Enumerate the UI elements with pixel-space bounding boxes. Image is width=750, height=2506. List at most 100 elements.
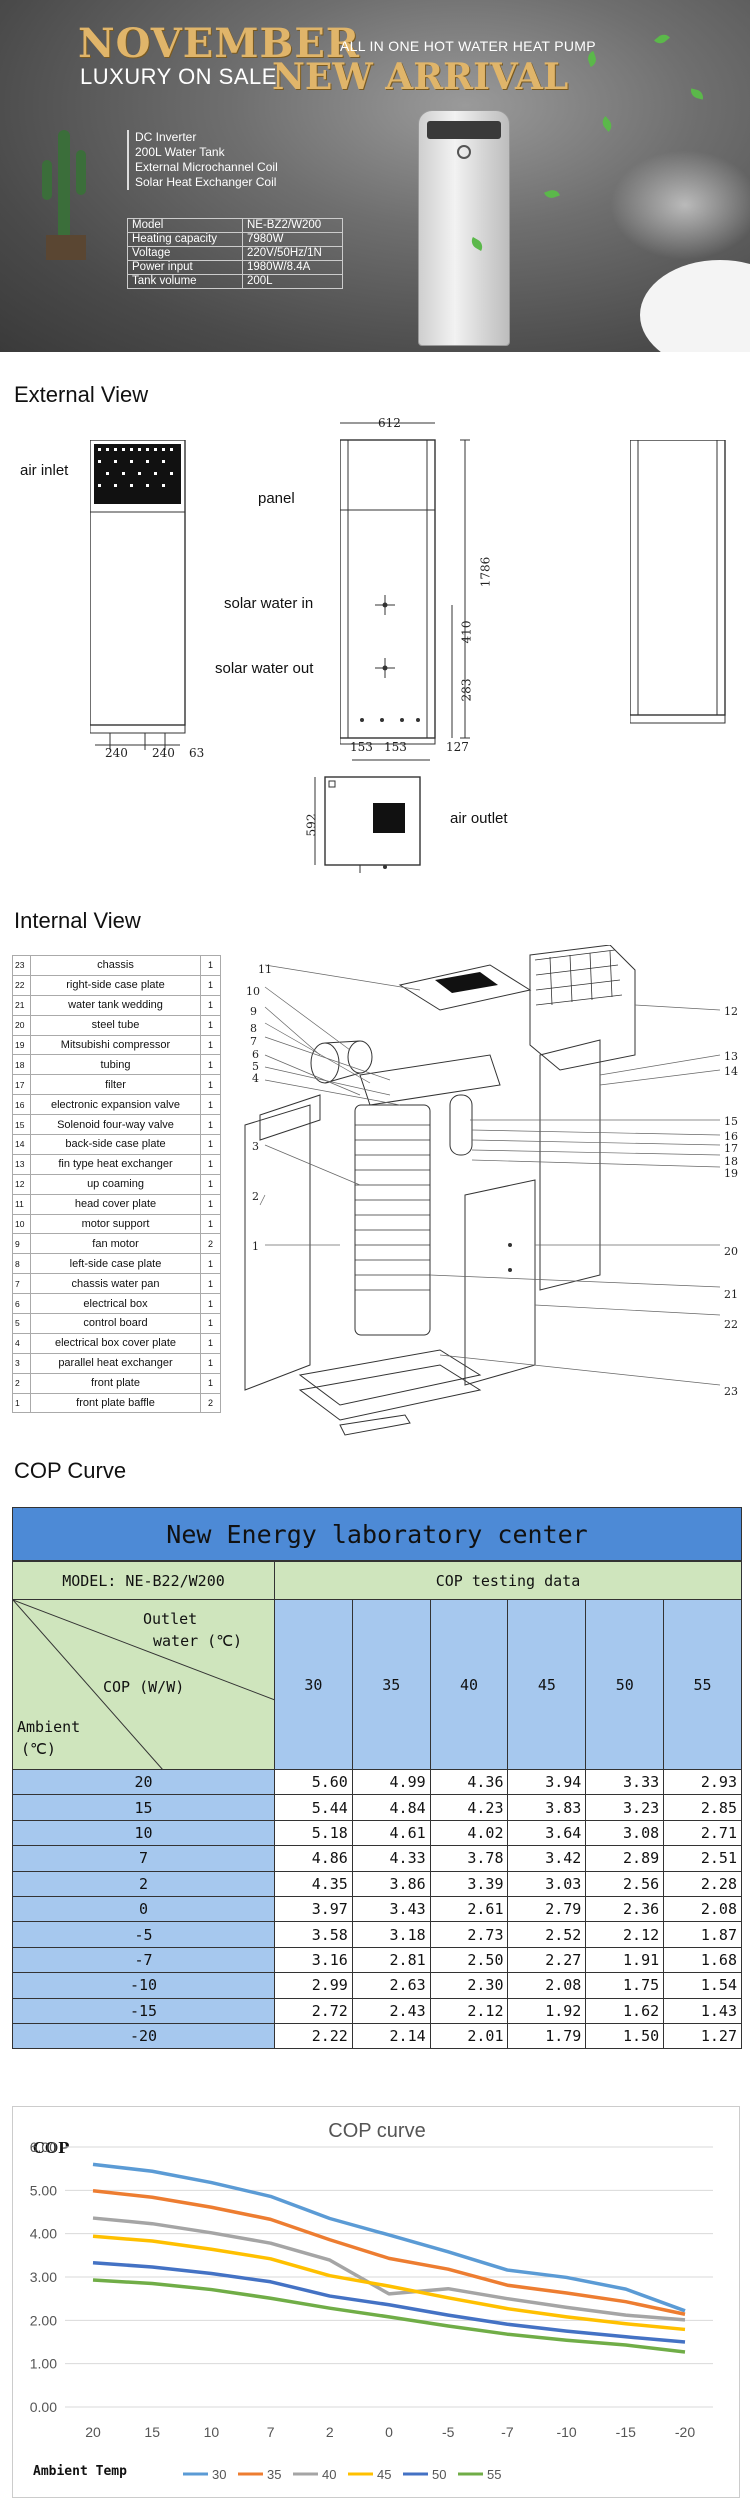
- dim-153-b: 153: [384, 740, 407, 754]
- cop-value-cell: 2.63: [351, 1972, 431, 1999]
- part-qty: 1: [200, 994, 221, 1016]
- ambient-temp-cell: -7: [12, 1946, 275, 1974]
- diagonal-lines: [13, 1600, 275, 1770]
- solar-water-in-label: solar water in: [224, 595, 314, 612]
- ambient-temp-cell: -5: [12, 1921, 275, 1948]
- steam-decoration: [610, 150, 750, 260]
- ambient-temp-cell: 2: [12, 1870, 275, 1897]
- part-name: fan motor: [30, 1233, 201, 1255]
- x-tick-label: -10: [556, 2424, 576, 2440]
- cop-value-cell: 4.99: [351, 1768, 431, 1796]
- internal-view-title: Internal View: [14, 908, 141, 933]
- part-number: 1: [12, 1392, 31, 1414]
- part-number: 17: [12, 1074, 31, 1096]
- cop-table: MODEL: NE-B22/W200 COP testing data Outl…: [12, 1561, 742, 2050]
- legend-label: 30: [212, 2467, 226, 2482]
- part-name: control board: [30, 1313, 201, 1334]
- y-tick-label: 4.00: [30, 2226, 57, 2242]
- y-tick-label: 1.00: [30, 2356, 57, 2372]
- cop-value-cell: 2.12: [585, 1921, 665, 1948]
- feature-item: DC Inverter: [135, 130, 197, 144]
- cop-value-cell: 1.91: [585, 1946, 665, 1974]
- part-name: front plate baffle: [30, 1392, 201, 1414]
- leaf-decoration: [599, 116, 615, 132]
- exploded-view-drawing: [244, 945, 721, 1436]
- part-number: 8: [12, 1253, 31, 1275]
- diag-outlet: Outlet: [143, 1610, 198, 1628]
- callout-number: 4: [252, 1072, 259, 1085]
- y-axis-label: COP: [33, 2139, 69, 2157]
- part-number: 12: [12, 1173, 31, 1195]
- cop-table-wrapper: New Energy laboratory center MODEL: NE-B…: [12, 1507, 742, 2050]
- part-name: motor support: [30, 1213, 201, 1235]
- cop-value-cell: 4.35: [274, 1870, 353, 1897]
- x-tick-label: 2: [326, 2424, 334, 2440]
- part-name: tubing: [30, 1054, 201, 1076]
- cop-value-cell: 3.86: [351, 1870, 431, 1897]
- cop-value-cell: 1.50: [585, 2022, 665, 2050]
- cop-value-cell: 3.58: [274, 1921, 353, 1948]
- part-number: 7: [12, 1273, 31, 1295]
- cop-value-cell: 2.08: [507, 1972, 587, 1999]
- cop-value-cell: 2.56: [585, 1870, 665, 1897]
- part-number: 15: [12, 1114, 31, 1136]
- part-name: front plate: [30, 1372, 201, 1394]
- cop-value-cell: 2.50: [429, 1946, 509, 1974]
- cop-value-cell: 2.22: [274, 2022, 353, 2050]
- part-name: electrical box cover plate: [30, 1332, 201, 1354]
- part-qty: 1: [200, 955, 221, 976]
- series-line-30: [92, 2162, 686, 2313]
- leaf-decoration: [544, 187, 560, 201]
- callout-number: 23: [724, 1385, 738, 1398]
- cop-value-cell: 5.18: [274, 1819, 353, 1847]
- spec-value: 200L: [242, 274, 343, 289]
- solar-water-out-label: solar water out: [215, 660, 314, 677]
- cop-value-cell: 3.97: [274, 1895, 353, 1923]
- callout-number: 3: [252, 1140, 259, 1153]
- legend-label: 35: [267, 2467, 281, 2482]
- part-name: chassis: [30, 955, 201, 976]
- outlet-temp-header: 30: [274, 1599, 353, 1770]
- x-tick-label: -5: [442, 2424, 455, 2440]
- ambient-temp-cell: -10: [12, 1972, 275, 1999]
- part-number: 23: [12, 955, 31, 976]
- dim-1786: 1786: [478, 556, 493, 588]
- cop-value-cell: 4.36: [429, 1768, 509, 1796]
- spec-key: Model: [127, 218, 243, 233]
- y-tick-label: 6.00: [30, 2139, 57, 2155]
- cop-value-cell: 2.14: [351, 2022, 431, 2050]
- cop-value-cell: 1.68: [663, 1946, 742, 1974]
- cop-value-cell: 1.75: [585, 1972, 665, 1999]
- part-number: 13: [12, 1153, 31, 1175]
- cop-chart-svg: COP curveCOP0.001.002.003.004.005.006.00…: [30, 2120, 713, 2482]
- diag-unit: (℃): [21, 1740, 56, 1758]
- part-qty: 1: [200, 1193, 221, 1215]
- cop-value-cell: 2.93: [663, 1768, 742, 1796]
- y-tick-label: 3.00: [30, 2269, 57, 2285]
- diag-water: water (℃): [153, 1632, 243, 1650]
- cop-value-cell: 2.99: [274, 1972, 353, 1999]
- cop-value-cell: 4.84: [351, 1794, 431, 1821]
- cop-value-cell: 3.42: [507, 1845, 587, 1872]
- cop-value-cell: 5.60: [274, 1768, 353, 1796]
- cop-value-cell: 1.62: [585, 1997, 665, 2024]
- callout-number: 5: [252, 1060, 259, 1073]
- part-qty: 2: [200, 1392, 221, 1414]
- callout-number: 16: [724, 1130, 738, 1143]
